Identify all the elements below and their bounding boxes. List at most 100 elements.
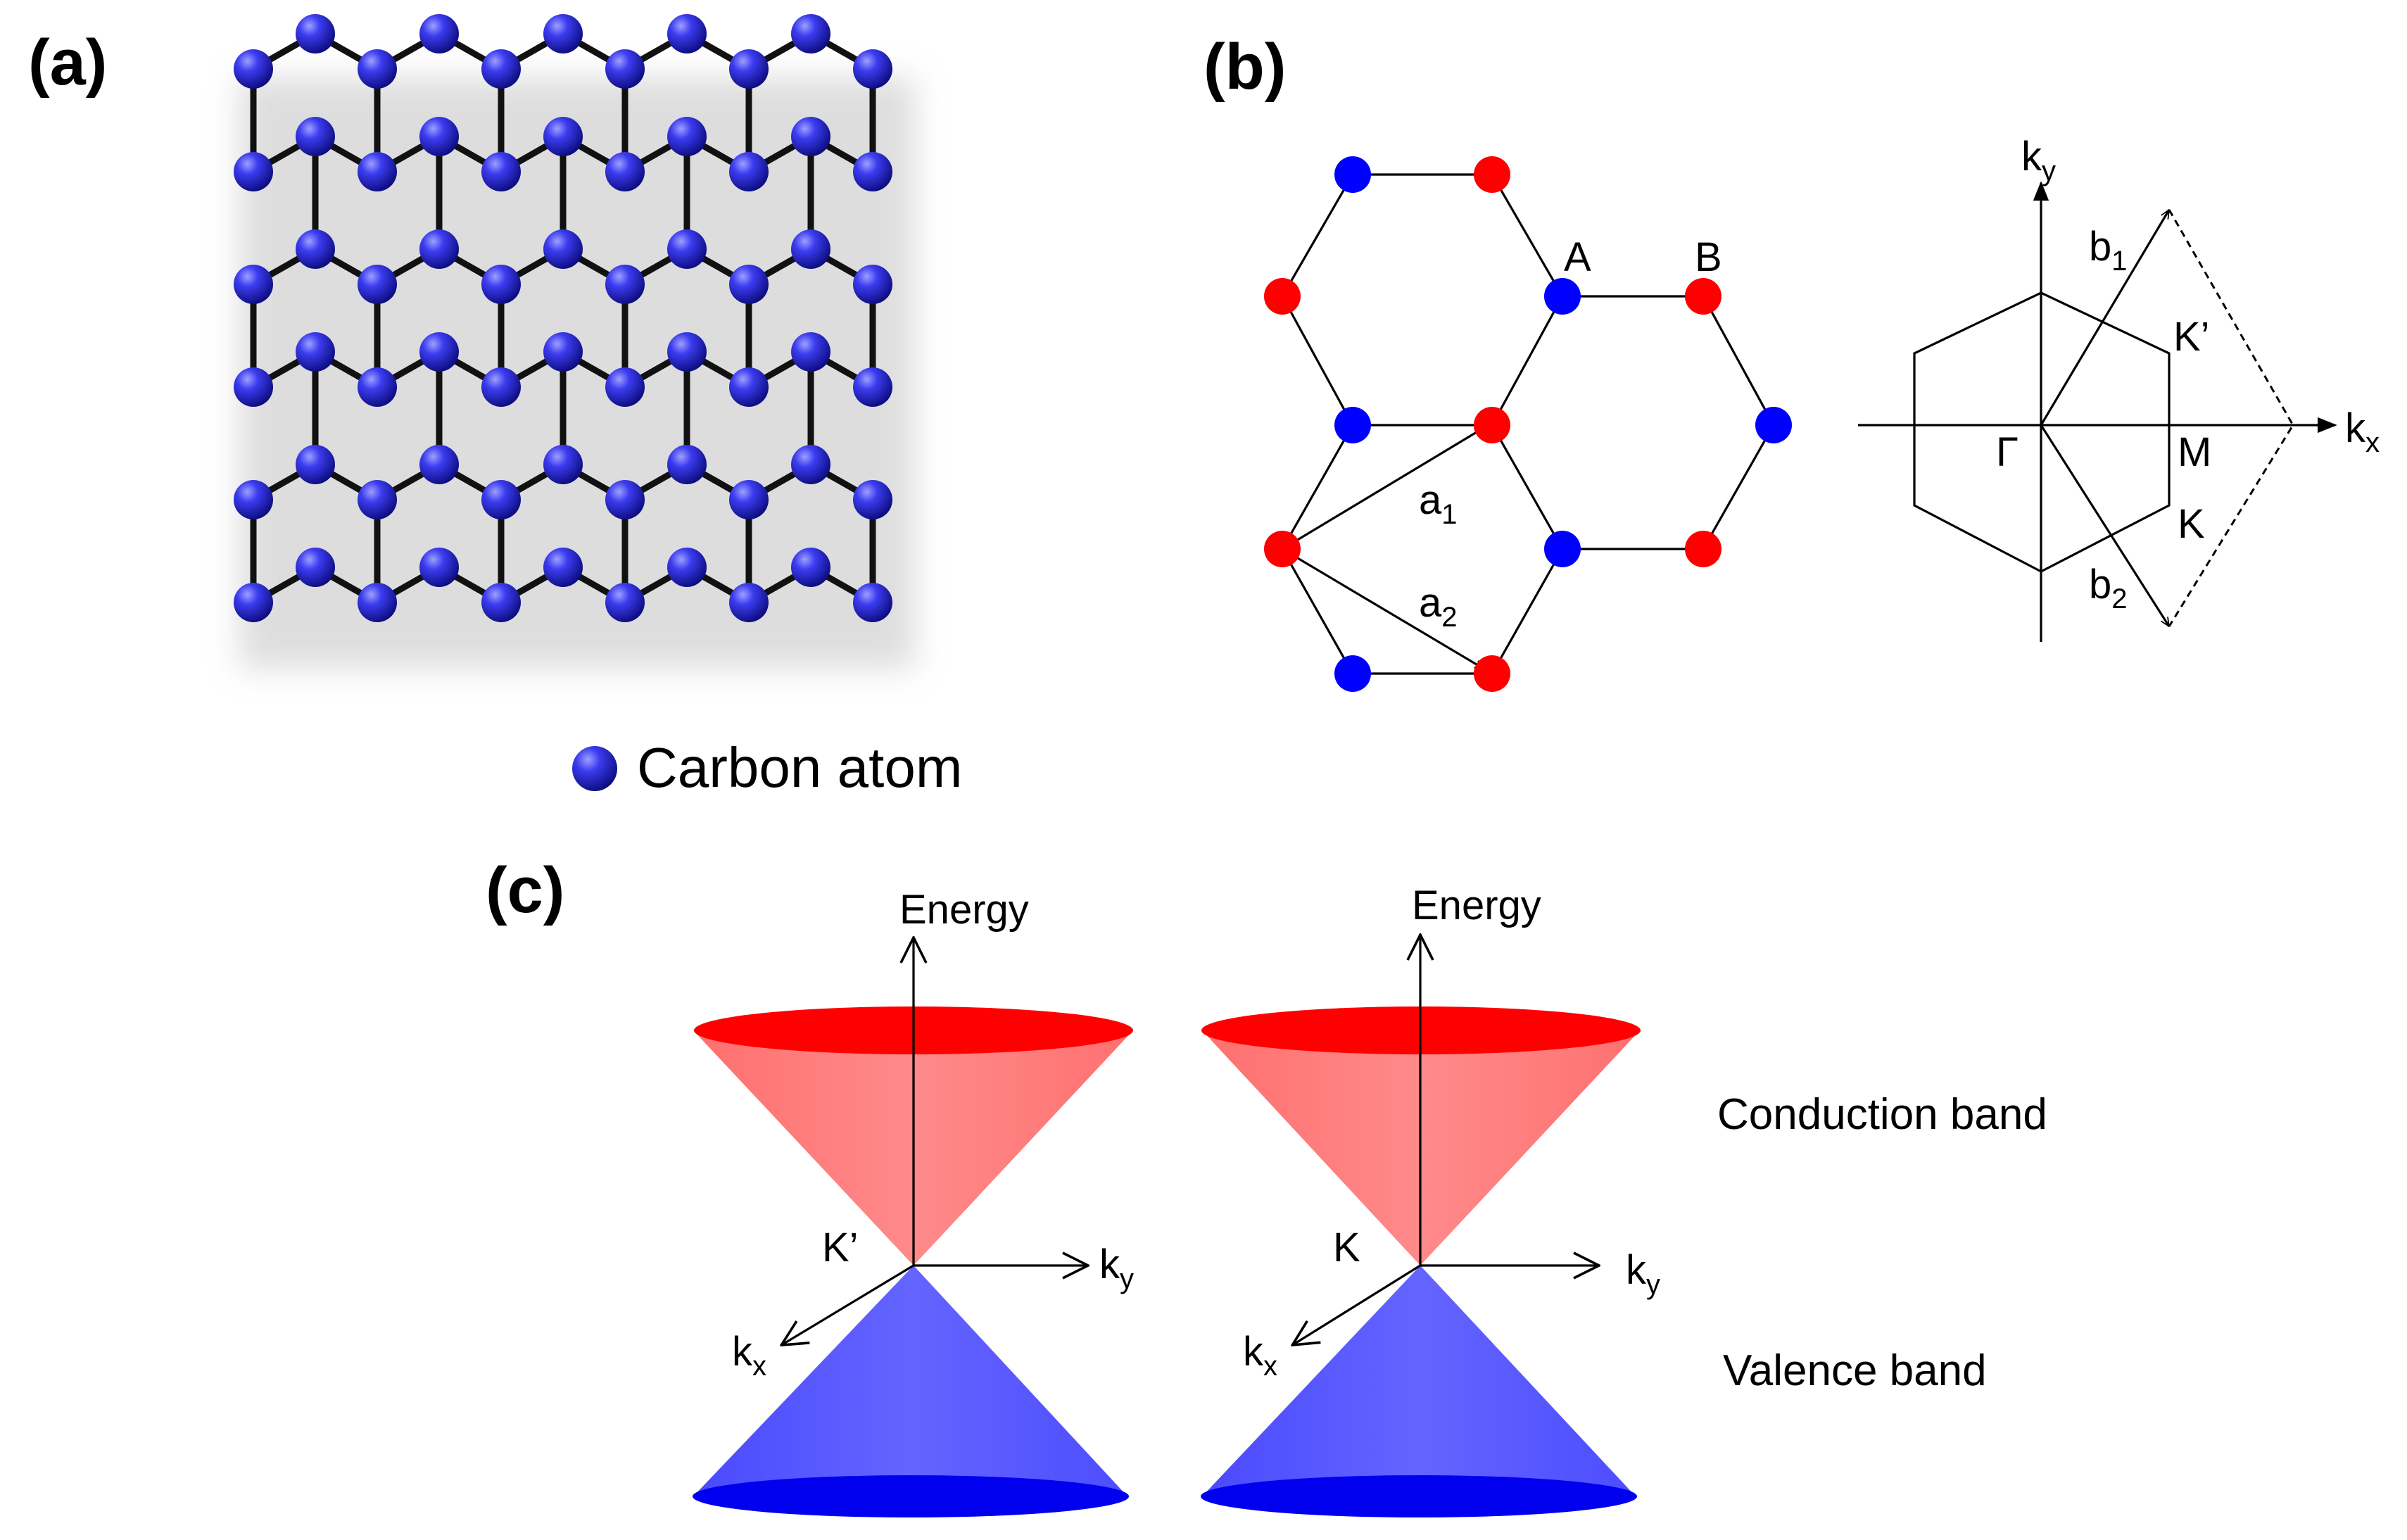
carbon-atom <box>853 152 892 191</box>
carbon-atom <box>234 480 273 519</box>
carbon-atom <box>729 583 769 622</box>
label-B: B <box>1695 234 1722 280</box>
carbon-atom <box>543 229 583 269</box>
label-a2: a2 <box>1419 580 1458 633</box>
valence-band-label: Valence band <box>1723 1346 1987 1395</box>
carbon-atom <box>419 332 459 372</box>
kx-label-right: kx <box>1243 1329 1277 1382</box>
atom-site-B <box>1264 278 1301 315</box>
atom-site-B <box>1264 531 1301 567</box>
valence-base-left <box>693 1475 1129 1517</box>
carbon-atom <box>605 265 645 304</box>
carbon-atom <box>853 265 892 304</box>
label-a1: a1 <box>1419 477 1458 530</box>
carbon-atom <box>296 445 335 484</box>
carbon-atom <box>667 332 707 372</box>
carbon-atom <box>296 14 335 53</box>
carbon-atom <box>729 152 769 191</box>
label-A: A <box>1564 234 1591 280</box>
reciprocal-dashed-guides <box>2168 209 2294 627</box>
carbon-atom <box>667 117 707 156</box>
atom-site-B <box>1685 531 1721 567</box>
carbon-atom <box>543 117 583 156</box>
carbon-atom <box>481 480 521 519</box>
carbon-atom <box>296 229 335 269</box>
carbon-atom-legend-icon <box>572 746 617 791</box>
reciprocal-space: ky kx b1 b2 Γ M K K’ <box>1858 134 2380 642</box>
atom-site-A <box>1755 407 1792 443</box>
carbon-legend-label: Carbon atom <box>637 736 962 799</box>
label-K: K <box>2178 501 2205 547</box>
carbon-atom <box>419 229 459 269</box>
real-space-lattice: A B a1 a2 <box>1264 156 1792 692</box>
dirac-cone-left: Energy K’ ky kx <box>693 887 1134 1517</box>
conduction-band-label: Conduction band <box>1717 1090 2047 1139</box>
atom-site-A <box>1334 156 1371 193</box>
carbon-atom <box>729 265 769 304</box>
valence-base-right <box>1201 1475 1637 1517</box>
carbon-atom <box>605 367 645 407</box>
panel-a: (a) Carbon atom <box>28 14 962 799</box>
atom-site-A <box>1544 531 1581 567</box>
carbon-atom <box>419 117 459 156</box>
carbon-atom <box>419 548 459 587</box>
carbon-atom <box>853 480 892 519</box>
carbon-atom <box>791 445 830 484</box>
panel-b-label: (b) <box>1204 31 1286 103</box>
carbon-atom <box>667 14 707 53</box>
valence-cone-right <box>1202 1266 1636 1496</box>
vector-b2-arrow <box>2040 424 2171 626</box>
carbon-atom <box>667 445 707 484</box>
carbon-atom <box>358 480 397 519</box>
label-ky: ky <box>2021 134 2056 187</box>
label-kx: kx <box>2345 405 2380 458</box>
point-label-K-prime: K’ <box>822 1225 859 1270</box>
ky-label-left: ky <box>1099 1242 1134 1294</box>
carbon-atom <box>543 332 583 372</box>
carbon-atom <box>853 583 892 622</box>
carbon-atom <box>791 332 830 372</box>
carbon-atom <box>234 265 273 304</box>
carbon-atom <box>481 583 521 622</box>
panel-c-label: (c) <box>486 854 564 926</box>
label-K-prime: K’ <box>2173 314 2210 360</box>
carbon-atom <box>358 152 397 191</box>
kx-axis-left <box>783 1264 914 1344</box>
carbon-atom <box>481 367 521 407</box>
label-gamma: Γ <box>1996 429 2019 475</box>
panel-a-label: (a) <box>28 27 107 99</box>
panel-b: (b) A B a1 a2 <box>1204 31 2380 692</box>
carbon-atom <box>481 152 521 191</box>
carbon-atom <box>419 445 459 484</box>
vector-b1-arrow <box>2040 210 2171 426</box>
carbon-atom <box>481 265 521 304</box>
carbon-atom <box>791 117 830 156</box>
carbon-atom <box>605 152 645 191</box>
carbon-atom <box>419 14 459 53</box>
carbon-atom <box>296 548 335 587</box>
kx-axis-right <box>1294 1264 1421 1344</box>
kx-label-left: kx <box>732 1329 766 1382</box>
carbon-atom <box>791 548 830 587</box>
carbon-atom <box>667 548 707 587</box>
carbon-atom <box>791 14 830 53</box>
carbon-atom <box>729 367 769 407</box>
carbon-atom <box>543 548 583 587</box>
atom-site-B <box>1474 156 1510 193</box>
carbon-atom <box>729 480 769 519</box>
carbon-atom <box>234 152 273 191</box>
carbon-atom <box>358 367 397 407</box>
carbon-atom <box>605 480 645 519</box>
vector-a1-arrow <box>1282 427 1484 550</box>
carbon-atom <box>543 445 583 484</box>
atom-site-A <box>1334 655 1371 692</box>
atom-site-A <box>1334 407 1371 443</box>
brillouin-zone <box>1913 291 2171 573</box>
carbon-atom <box>543 14 583 53</box>
atom-site-B <box>1474 655 1510 692</box>
energy-label-left: Energy <box>899 887 1029 933</box>
carbon-atom <box>234 49 273 89</box>
carbon-atom <box>667 229 707 269</box>
label-b2: b2 <box>2089 562 2128 614</box>
